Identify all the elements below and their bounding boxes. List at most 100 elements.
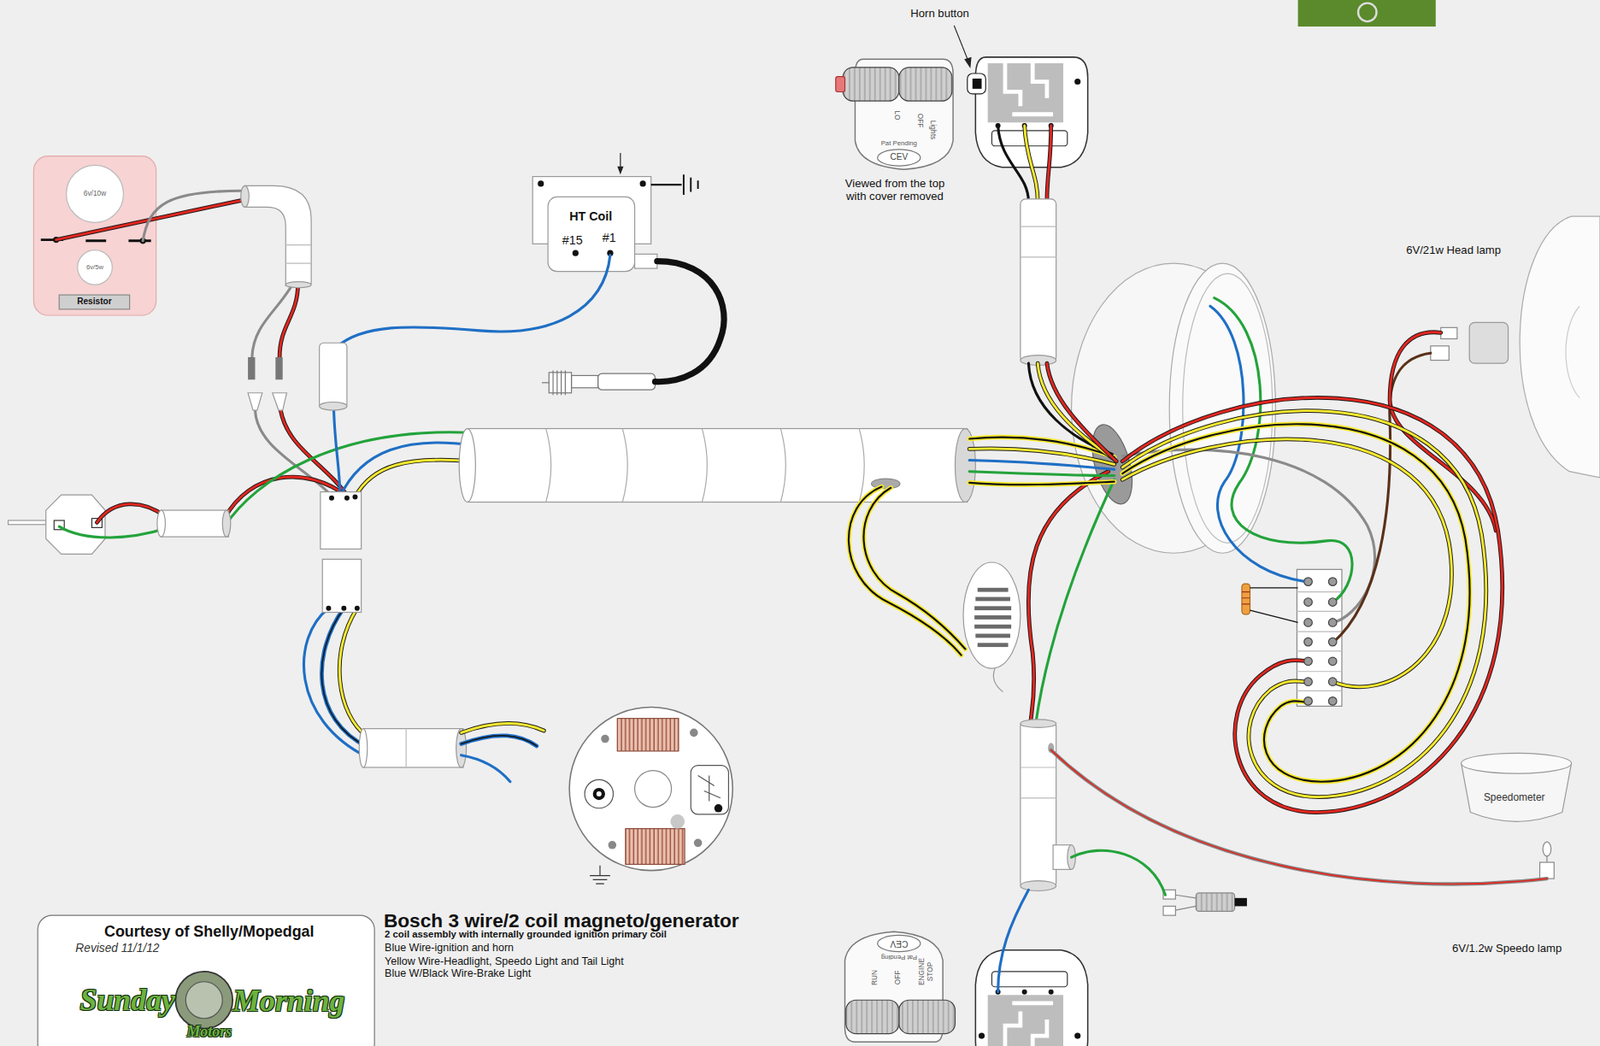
resistor-rating: 6v/5w xyxy=(77,249,113,285)
wire-sleeve xyxy=(363,729,464,768)
brake-switch xyxy=(1235,898,1248,907)
switch-face: RUNOFFENGINE STOPPat PendingCEV xyxy=(843,933,953,995)
terminal-strip xyxy=(1241,592,1251,605)
terminal-screw xyxy=(325,494,359,612)
wire xyxy=(1122,423,1470,782)
resistor-drawing xyxy=(66,164,124,223)
horn xyxy=(975,597,1011,602)
terminal-screw xyxy=(1304,577,1337,706)
switch-housing xyxy=(835,76,846,93)
resistor-panel: Resistor6v/10w6v/5w xyxy=(33,156,156,316)
resistor-drawing xyxy=(33,156,156,316)
wire-sleeve xyxy=(1020,881,1057,892)
terminal-strip xyxy=(1241,583,1251,615)
wire xyxy=(96,504,165,524)
speedometer-cup xyxy=(1461,752,1572,774)
stator-plate xyxy=(694,839,703,848)
terminal-screw xyxy=(1304,577,1313,587)
horn xyxy=(975,634,1011,639)
wire xyxy=(1071,850,1166,895)
terminal-screw xyxy=(325,494,1337,706)
wire-sleeve xyxy=(458,429,476,503)
wire xyxy=(969,460,1115,471)
wire-sleeve xyxy=(1020,721,1057,889)
wire-sleeve xyxy=(272,393,288,411)
stator-plate xyxy=(569,707,733,871)
wire xyxy=(969,471,1115,477)
stator-plate xyxy=(608,841,618,850)
wire xyxy=(339,608,368,737)
speedometer: Speedometer xyxy=(1461,777,1572,811)
resistor-drawing xyxy=(58,294,130,310)
terminal-screw xyxy=(1304,697,1313,706)
switch-housing xyxy=(967,73,986,95)
speedo-lamp xyxy=(1540,862,1555,879)
wire-sleeve xyxy=(222,510,231,537)
wire xyxy=(461,735,537,747)
wire-sleeve xyxy=(358,729,368,768)
wire xyxy=(333,405,340,497)
stator-plate xyxy=(600,735,610,744)
head-lamp-reflector xyxy=(1565,305,1580,398)
photo-thumbnail xyxy=(1358,3,1377,22)
terminal-screw xyxy=(1328,657,1337,666)
wire xyxy=(252,283,294,358)
ht-coil-drawing xyxy=(683,174,699,195)
terminal-screw xyxy=(354,605,360,612)
wire xyxy=(1028,471,1108,724)
stator-plate xyxy=(569,707,733,885)
leader-line xyxy=(964,57,971,69)
wire-sleeve xyxy=(245,185,312,286)
logo-word: Sunday xyxy=(80,983,176,1019)
wire-sleeve xyxy=(247,393,263,411)
wire xyxy=(96,504,165,524)
stator-plate xyxy=(625,829,685,865)
wire xyxy=(58,526,165,538)
brake-switch xyxy=(1175,894,1196,911)
wire xyxy=(279,283,298,358)
wire xyxy=(969,482,1115,486)
wire-note: Blue W/Black Wire-Brake Light xyxy=(384,967,531,980)
speedo-lamp xyxy=(1542,841,1552,857)
wire xyxy=(142,190,243,242)
wire xyxy=(1051,750,1548,885)
wire xyxy=(461,723,545,733)
wire xyxy=(321,608,367,748)
wire xyxy=(1047,363,1117,462)
spark-plug xyxy=(598,373,656,390)
leader-line xyxy=(953,25,971,69)
wire xyxy=(303,608,367,758)
resistor-drawing xyxy=(33,156,156,316)
terminal-screw xyxy=(1328,577,1337,587)
ht-coil-drawing xyxy=(572,250,579,257)
brake-switch xyxy=(1163,889,1248,916)
switch-housing xyxy=(972,78,983,89)
wire xyxy=(1024,125,1039,203)
terminal-screw xyxy=(1328,598,1337,607)
ht-coil-drawing xyxy=(619,152,621,169)
wire xyxy=(1122,411,1487,798)
wire xyxy=(336,255,611,348)
wire-sleeve xyxy=(1020,199,1057,363)
head-lamp-reflector xyxy=(1430,346,1449,361)
wire xyxy=(279,283,298,358)
wire-sleeve xyxy=(546,429,865,503)
switch-housing xyxy=(845,931,956,1042)
wire xyxy=(1047,125,1052,203)
left-plug xyxy=(8,494,106,554)
terminal-strip xyxy=(1296,569,1342,706)
wire-sleeve xyxy=(241,185,250,207)
wire xyxy=(969,482,1115,486)
wire xyxy=(339,608,368,737)
brake-switch xyxy=(1163,905,1176,916)
part-label: ENGINE STOP xyxy=(917,954,935,989)
wire-sleeve xyxy=(285,282,312,289)
horn xyxy=(993,668,1003,692)
wire-sleeve xyxy=(161,510,230,537)
wire xyxy=(998,889,1030,992)
part-label: RUN xyxy=(871,970,881,986)
wire-sleeve xyxy=(467,429,968,503)
